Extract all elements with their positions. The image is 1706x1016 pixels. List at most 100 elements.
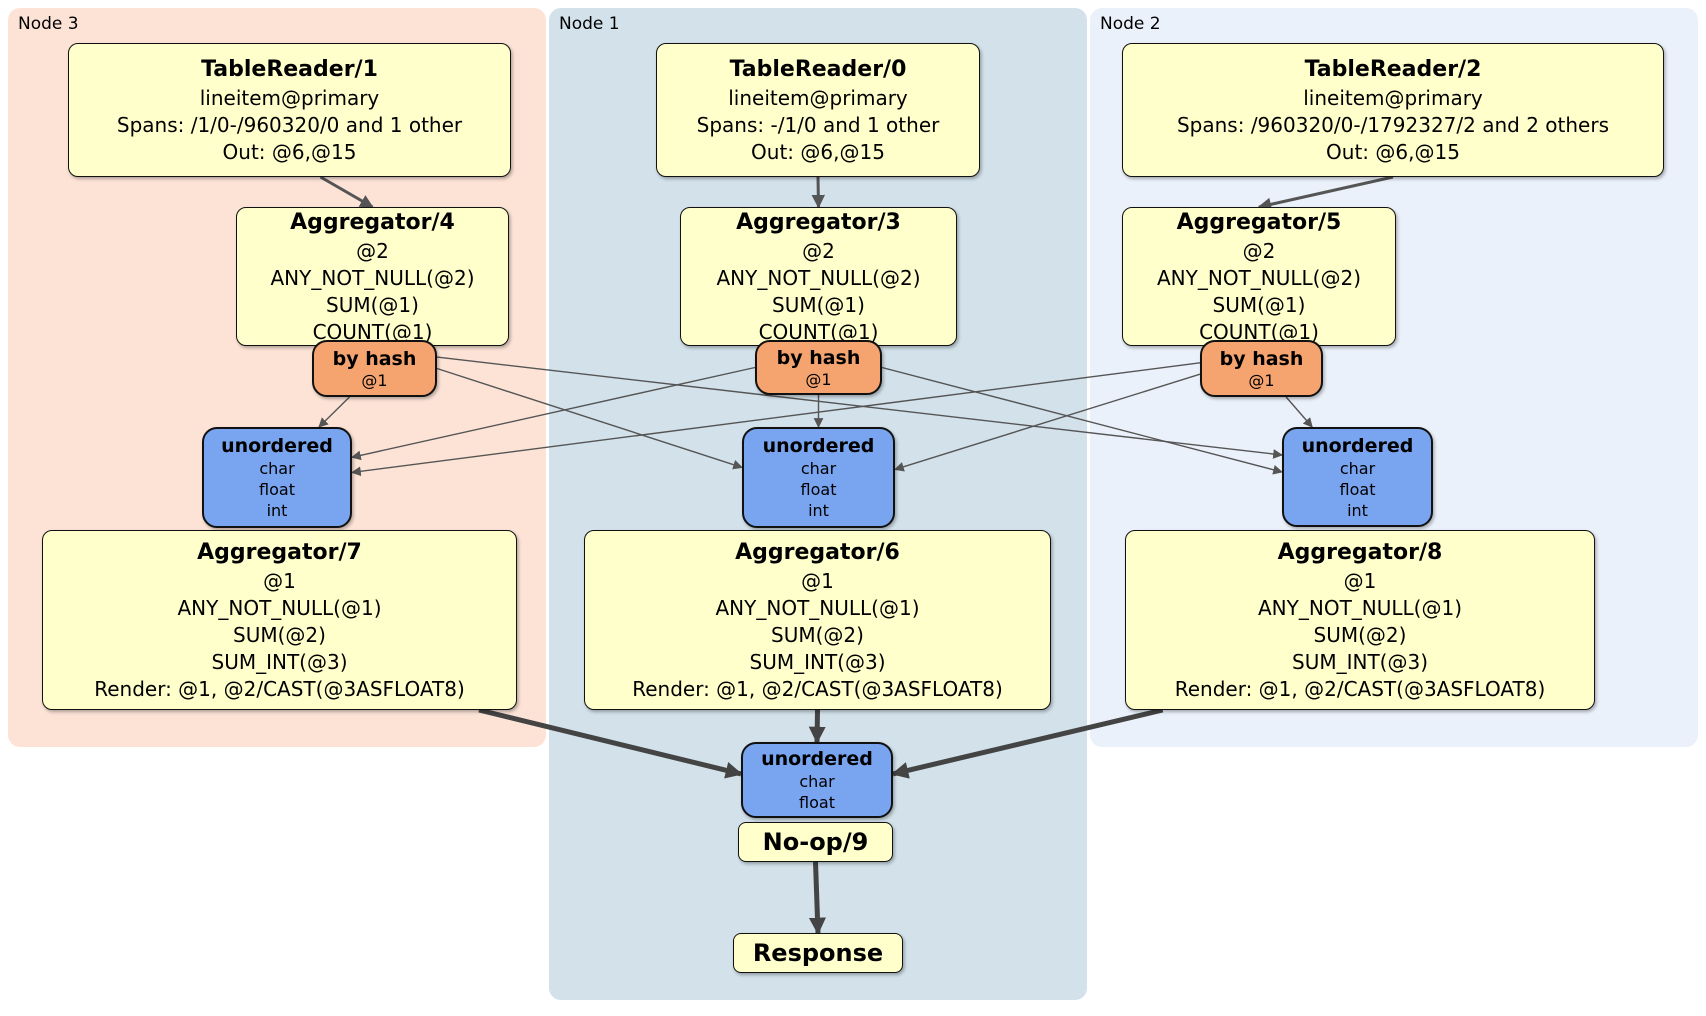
tablereader-2-box: TableReader/2 lineitem@primary Spans: /9…: [1122, 43, 1664, 177]
processor-detail: lineitem@primary: [199, 85, 380, 110]
processor-detail: Spans: /960320/0-/1792327/2 and 2 others: [1176, 112, 1609, 137]
processor-detail: ANY_NOT_NULL(@1): [1258, 595, 1462, 620]
processor-detail: ANY_NOT_NULL(@1): [177, 595, 382, 620]
sync-column: int: [1347, 500, 1368, 520]
processor-detail: SUM(@1): [326, 292, 419, 317]
processor-detail: SUM(@2): [1313, 622, 1407, 647]
processor-title: Aggregator/7: [197, 539, 362, 565]
processor-detail: @2: [1242, 238, 1276, 263]
sync-column: int: [808, 501, 829, 520]
aggregator-8-box: Aggregator/8 @1 ANY_NOT_NULL(@1) SUM(@2)…: [1125, 530, 1595, 710]
sync-title: unordered: [1301, 434, 1414, 457]
sync-column: int: [266, 501, 288, 520]
tablereader-0-box: TableReader/0 lineitem@primary Spans: -/…: [656, 43, 980, 177]
processor-title: Response: [752, 939, 884, 967]
sync-title: unordered: [762, 435, 875, 457]
processor-detail: SUM(@2): [233, 622, 326, 647]
plan-edge-hash2-sync1: [894, 373, 1201, 472]
sync-column: char: [799, 772, 835, 791]
processor-detail: COUNT(@1): [758, 319, 879, 344]
unordered-sync-node2: unordered char float int: [1282, 427, 1433, 527]
processor-title: Aggregator/6: [735, 539, 900, 565]
processor-detail: Render: @1, @2/CAST(@3ASFLOAT8): [1174, 676, 1546, 701]
processor-detail: lineitem@primary: [728, 85, 908, 110]
sync-column: char: [800, 459, 837, 478]
sync-column: float: [259, 480, 295, 499]
processor-detail: SUM(@1): [772, 292, 865, 317]
processor-title: Aggregator/5: [1176, 209, 1342, 235]
processor-detail: SUM_INT(@3): [1292, 649, 1428, 674]
processor-detail: @2: [802, 238, 835, 263]
processor-detail: Out: @6,@15: [222, 139, 357, 164]
processor-detail: ANY_NOT_NULL(@2): [1157, 265, 1361, 290]
plan-edge-hash1-sync3: [351, 366, 756, 461]
processor-title: Aggregator/4: [290, 209, 455, 235]
processor-detail: Spans: /1/0-/960320/0 and 1 other: [116, 112, 463, 137]
router-key: @1: [1248, 370, 1275, 390]
processor-detail: @1: [263, 568, 296, 593]
plan-edge-tr1-agg4: [319, 175, 374, 209]
noop-9-box: No-op/9: [738, 822, 893, 862]
router-title: by hash: [332, 347, 417, 370]
processor-title: No-op/9: [762, 828, 869, 856]
sync-column: float: [800, 480, 837, 499]
processor-title: TableReader/0: [729, 56, 907, 82]
processor-detail: lineitem@primary: [1303, 85, 1483, 110]
aggregator-4-box: Aggregator/4 @2 ANY_NOT_NULL(@2) SUM(@1)…: [236, 207, 509, 346]
router-title: by hash: [776, 346, 861, 369]
node-2-label: Node 2: [1100, 14, 1161, 34]
plan-edge-hash3-sync1: [436, 367, 743, 470]
plan-edge-hash1-sync2: [881, 366, 1283, 475]
plan-edge-hash2-sync2: [1285, 396, 1313, 428]
tablereader-1-box: TableReader/1 lineitem@primary Spans: /1…: [68, 43, 511, 177]
plan-edge-noop-resp: [808, 861, 826, 935]
processor-detail: SUM(@1): [1212, 292, 1306, 317]
processor-title: Aggregator/3: [736, 209, 901, 235]
node-1-label: Node 1: [559, 14, 620, 34]
router-key: @1: [805, 369, 832, 389]
processor-detail: Out: @6,@15: [751, 139, 885, 164]
unordered-sync-node3: unordered char float int: [202, 427, 352, 528]
aggregator-5-box: Aggregator/5 @2 ANY_NOT_NULL(@2) SUM(@1)…: [1122, 207, 1396, 346]
processor-detail: SUM(@2): [771, 622, 864, 647]
processor-detail: Render: @1, @2/CAST(@3ASFLOAT8): [94, 676, 465, 701]
aggregator-7-box: Aggregator/7 @1 ANY_NOT_NULL(@1) SUM(@2)…: [42, 530, 517, 710]
sync-column: float: [799, 793, 835, 812]
processor-title: TableReader/1: [201, 56, 378, 82]
sync-column: char: [1339, 458, 1376, 478]
aggregator-6-box: Aggregator/6 @1 ANY_NOT_NULL(@1) SUM(@2)…: [584, 530, 1051, 710]
processor-detail: Spans: -/1/0 and 1 other: [696, 112, 940, 137]
plan-edge-agg6-syncF: [808, 709, 826, 744]
plan-edge-agg8-syncF: [891, 707, 1164, 779]
unordered-sync-final: unordered char float: [741, 742, 893, 818]
processor-detail: ANY_NOT_NULL(@1): [715, 595, 920, 620]
processor-title: TableReader/2: [1304, 56, 1482, 82]
processor-detail: @1: [1343, 568, 1377, 593]
processor-detail: Render: @1, @2/CAST(@3ASFLOAT8): [632, 676, 1003, 701]
plan-edge-hash3-sync2: [436, 356, 1283, 459]
processor-detail: SUM_INT(@3): [211, 649, 348, 674]
plan-edge-tr2-agg5: [1257, 175, 1394, 211]
processor-detail: @1: [801, 568, 834, 593]
aggregator-3-box: Aggregator/3 @2 ANY_NOT_NULL(@2) SUM(@1)…: [680, 207, 957, 346]
router-title: by hash: [1219, 347, 1304, 370]
plan-edge-hash3-sync3: [318, 396, 350, 428]
processor-detail: SUM_INT(@3): [749, 649, 886, 674]
processor-detail: COUNT(@1): [312, 319, 433, 344]
node-3-label: Node 3: [18, 14, 79, 34]
processor-detail: ANY_NOT_NULL(@2): [270, 265, 475, 290]
unordered-sync-node1: unordered char float int: [742, 427, 895, 528]
processor-title: Aggregator/8: [1277, 539, 1443, 565]
processor-detail: ANY_NOT_NULL(@2): [716, 265, 921, 290]
sync-title: unordered: [221, 435, 333, 457]
processor-detail: Out: @6,@15: [1326, 139, 1460, 164]
plan-edge-hash2-sync3: [351, 362, 1201, 477]
response-box: Response: [733, 933, 903, 973]
sync-column: char: [259, 459, 295, 478]
processor-detail: COUNT(@1): [1199, 319, 1319, 344]
sync-column: float: [1339, 479, 1376, 499]
sync-title: unordered: [761, 748, 873, 770]
plan-edge-tr0-agg3: [811, 176, 826, 209]
